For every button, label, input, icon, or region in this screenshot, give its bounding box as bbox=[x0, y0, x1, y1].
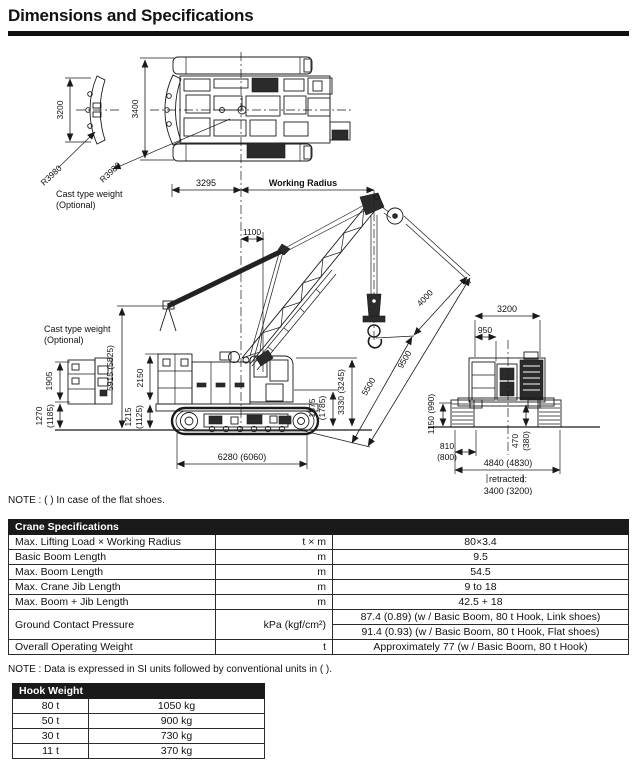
table-row: 30 t 730 kg bbox=[12, 728, 265, 744]
spec-label: Basic Boom Length bbox=[8, 549, 216, 565]
dim-top-view-radius: R3980 bbox=[98, 160, 123, 185]
cast-weight-top-view: 3200 R3980 Cast type weight (Optional) bbox=[39, 75, 123, 210]
dim-deck-height-alt: (1785) bbox=[317, 396, 327, 421]
dim-retracted-width: 3400 (3200) bbox=[484, 486, 533, 495]
dim-top-view-gauge: 3400 bbox=[130, 99, 140, 118]
table-row: Max. Boom Length m 54.5 bbox=[8, 564, 629, 580]
hook-weight: 1050 kg bbox=[88, 698, 265, 714]
dim-jib-length: 4000 bbox=[415, 287, 435, 308]
hook-table-header: Hook Weight bbox=[12, 683, 265, 699]
title-underline bbox=[8, 31, 629, 36]
spec-unit: kPa (kgf/cm²) bbox=[215, 609, 333, 640]
dim-upper-height: 2150 bbox=[135, 368, 145, 387]
hook-capacity: 30 t bbox=[12, 728, 89, 744]
spec-label: Max. Boom Length bbox=[8, 564, 216, 580]
spec-value: 42.5 + 18 bbox=[332, 594, 629, 610]
rear-view-dimensions: 3200 950 1150 (990) 810 (800) 470 (380) … bbox=[426, 304, 561, 495]
retracted-label: retracted: bbox=[489, 474, 527, 484]
dim-crawler-height-alt: (1125) bbox=[134, 405, 144, 429]
table-row: Overall Operating Weight t Approximately… bbox=[8, 639, 629, 655]
spec-value: 9 to 18 bbox=[332, 579, 629, 595]
hook-capacity: 11 t bbox=[12, 743, 89, 759]
hook-capacity: 50 t bbox=[12, 713, 89, 729]
spec-label: Overall Operating Weight bbox=[8, 639, 216, 655]
note-si-units: NOTE : Data is expressed in SI units fol… bbox=[8, 664, 333, 675]
table-row: Max. Lifting Load × Working Radius t × m… bbox=[8, 534, 629, 550]
dim-cast-top-radius: R3980 bbox=[39, 163, 64, 188]
table-row: Max. Crane Jib Length m 9 to 18 bbox=[8, 579, 629, 595]
dim-cast-side-height: 1905 bbox=[44, 371, 54, 390]
dim-tail-swing: 3295 bbox=[196, 178, 216, 188]
dim-cast-side-ground-alt: (1185) bbox=[45, 404, 55, 428]
hook-block bbox=[362, 195, 386, 349]
spec-unit: t bbox=[215, 639, 333, 655]
operator-cab bbox=[249, 355, 294, 403]
cast-weight-top-caption: Cast type weight bbox=[56, 189, 123, 199]
cast-weight-top-caption-optional: (Optional) bbox=[56, 200, 96, 210]
table-row: 91.4 (0.93) (w / Basic Boom, 80 t Hook, … bbox=[9, 624, 629, 640]
dim-overall-height: 5915 (5825) bbox=[105, 345, 115, 391]
table-row: 80 t 1050 kg bbox=[12, 698, 265, 714]
boom-head bbox=[359, 192, 404, 225]
lattice-boom bbox=[241, 201, 378, 371]
table-row: 11 t 370 kg bbox=[12, 743, 265, 759]
spec-label: Max. Crane Jib Length bbox=[8, 579, 216, 595]
spec-unit: m bbox=[215, 564, 333, 580]
dimensions-drawing: 3200 R3980 Cast type weight (Optional) bbox=[34, 52, 600, 495]
dim-overall-width: 4840 (4830) bbox=[484, 458, 533, 468]
table-row: Basic Boom Length m 9.5 bbox=[8, 549, 629, 565]
dim-clearance: 470 bbox=[510, 434, 520, 448]
spec-unit: m bbox=[215, 579, 333, 595]
spec-unit: m bbox=[215, 594, 333, 610]
dim-clearance-alt: (380) bbox=[521, 431, 531, 451]
table-row: Max. Boom + Jib Length m 42.5 + 18 bbox=[8, 594, 629, 610]
dim-foot-height: 3330 (3245) bbox=[336, 369, 346, 415]
spec-value: 91.4 (0.93) (w / Basic Boom, 80 t Hook, … bbox=[332, 624, 629, 640]
spec-value: 80×3.4 bbox=[332, 534, 629, 550]
dim-boom-length: 9500 bbox=[395, 349, 413, 371]
cast-weight-side-view: 1905 1270 (1185) Cast type weight (Optio… bbox=[34, 324, 113, 429]
spec-label: Max. Lifting Load × Working Radius bbox=[8, 534, 216, 550]
spec-value: Approximately 77 (w / Basic Boom, 80 t H… bbox=[332, 639, 629, 655]
mast-strut bbox=[166, 247, 286, 309]
crane-rear-view bbox=[428, 340, 600, 455]
cast-weight-side-caption-optional: (Optional) bbox=[44, 335, 84, 345]
dim-cast-top-height: 3200 bbox=[55, 100, 65, 119]
spec-value: 9.5 bbox=[332, 549, 629, 565]
spec-unit: t × m bbox=[215, 534, 333, 550]
hook-weight: 370 kg bbox=[88, 743, 265, 759]
working-radius-label: Working Radius bbox=[269, 178, 337, 188]
dim-crawler-length: 6280 (6060) bbox=[218, 452, 267, 462]
dim-shoe-width: 810 bbox=[440, 441, 454, 451]
cast-weight-side-caption: Cast type weight bbox=[44, 324, 111, 334]
dim-hook-height: 5500 bbox=[359, 376, 377, 398]
dim-rear-offset: 950 bbox=[478, 325, 492, 335]
crawler-shoes bbox=[450, 399, 562, 428]
note-flat-shoes: NOTE : ( ) In case of the flat shoes. bbox=[8, 495, 165, 506]
crane-specifications-table: Crane Specifications Max. Lifting Load ×… bbox=[8, 519, 629, 655]
table-row: Ground Contact Pressure kPa (kgf/cm²) 87… bbox=[8, 609, 629, 640]
page-title: Dimensions and Specifications bbox=[8, 6, 254, 25]
dim-rear-upper-width: 3200 bbox=[497, 304, 517, 314]
hook-weight: 730 kg bbox=[88, 728, 265, 744]
hook-capacity: 80 t bbox=[12, 698, 89, 714]
spec-value: 54.5 bbox=[332, 564, 629, 580]
spec-label: Max. Boom + Jib Length bbox=[8, 594, 216, 610]
spec-table-header: Crane Specifications bbox=[8, 519, 629, 535]
dim-shoe-width-alt: (800) bbox=[437, 452, 457, 462]
spec-unit: m bbox=[215, 549, 333, 565]
crane-top-view: 3400 R3980 bbox=[98, 56, 352, 185]
spec-label: Ground Contact Pressure bbox=[8, 609, 216, 640]
dim-rear-crawler-height: 1150 (990) bbox=[426, 394, 436, 435]
dim-crawler-height: 1215 bbox=[123, 407, 133, 426]
table-row: 50 t 900 kg bbox=[12, 713, 265, 729]
dim-cast-side-ground: 1270 bbox=[34, 406, 44, 425]
hook-weight: 900 kg bbox=[88, 713, 265, 729]
crane-side-view bbox=[55, 192, 404, 436]
hook-weight-table: Hook Weight 80 t 1050 kg 50 t 900 kg 30 … bbox=[12, 683, 265, 759]
working-radius-dimension: 3295 Working Radius 1100 bbox=[171, 52, 375, 432]
dim-deck-height: 1875 bbox=[307, 398, 317, 417]
dim-foot-offset: 1100 bbox=[243, 227, 262, 237]
spec-value: 87.4 (0.89) (w / Basic Boom, 80 t Hook, … bbox=[332, 609, 629, 625]
